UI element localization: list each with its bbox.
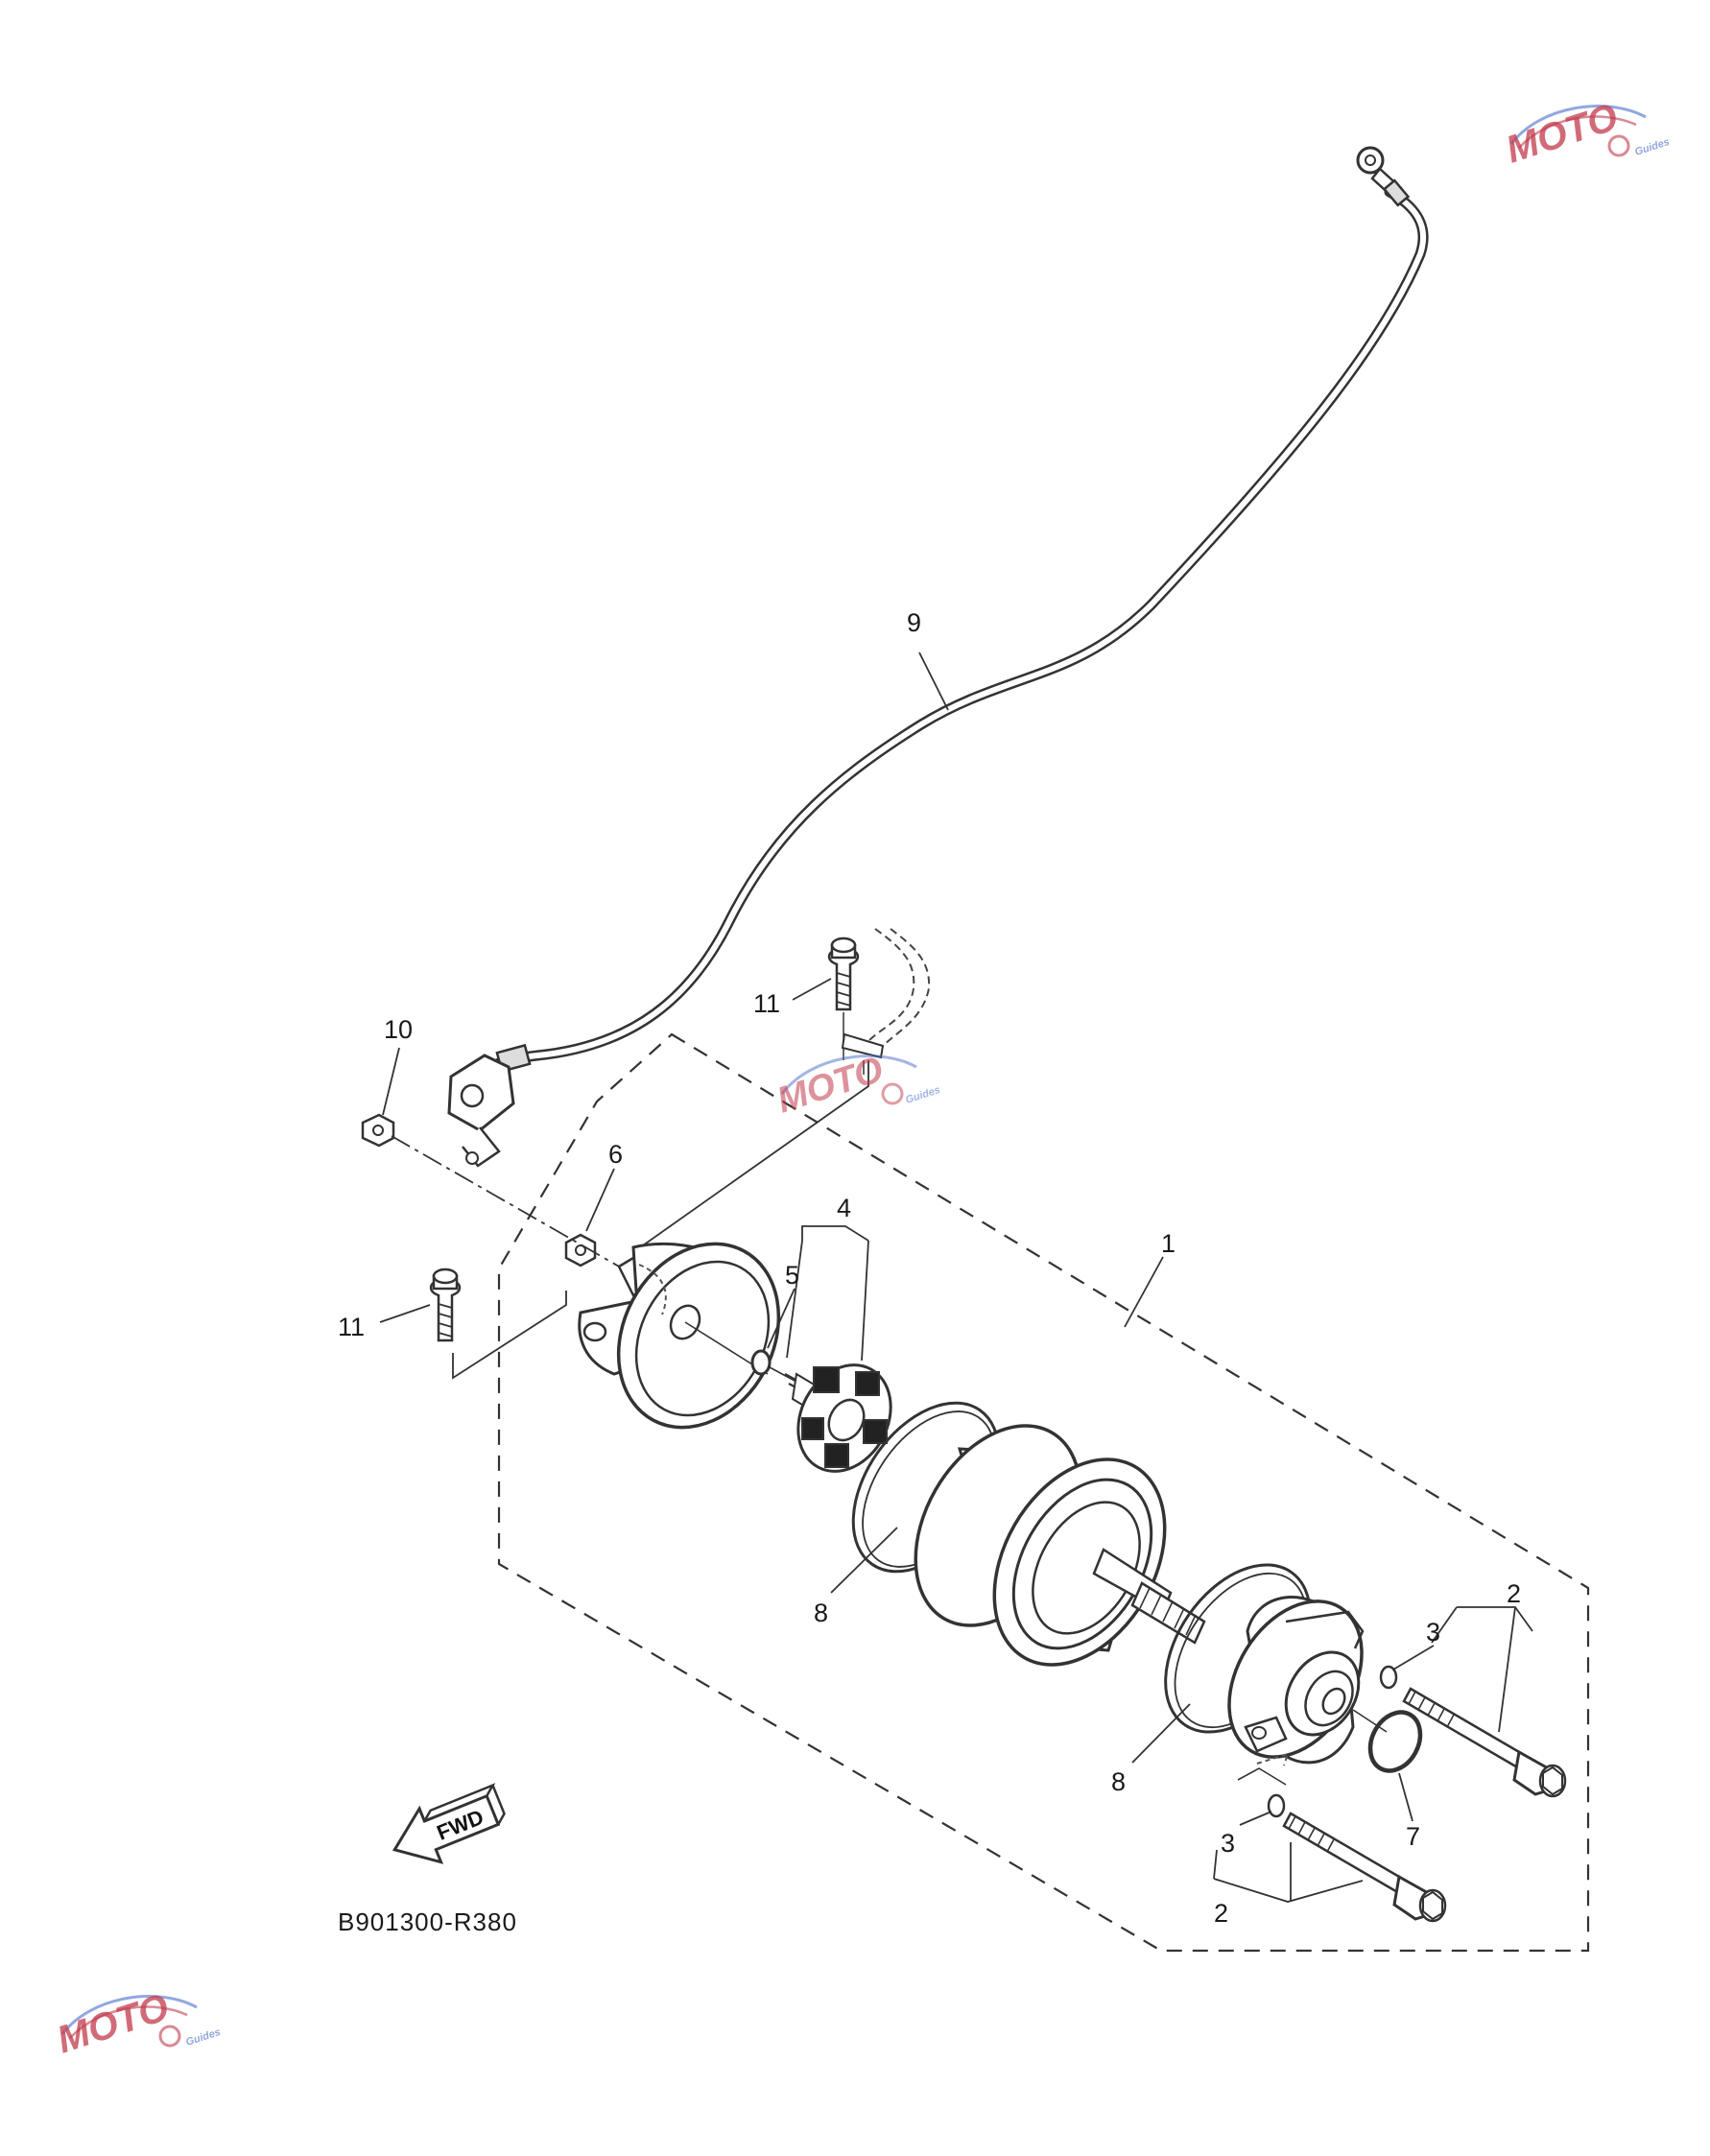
watermark-logo-top: MOTO Guides xyxy=(1501,96,1671,172)
bolt-11-upper-leader xyxy=(642,1060,869,1246)
callout-3-upper: 3 xyxy=(1426,1618,1440,1647)
bolt-11-lower xyxy=(429,1268,462,1342)
callout-11-upper: 11 xyxy=(753,989,780,1018)
diagram-code: B901300-R380 xyxy=(338,1907,517,1936)
nut-6 xyxy=(564,1233,597,1268)
bolt-11-lower-leader xyxy=(452,1291,567,1380)
front-cover xyxy=(1227,1596,1388,1766)
callout-7: 7 xyxy=(1406,1822,1420,1851)
svg-text:MOTO: MOTO xyxy=(52,1986,174,2062)
svg-text:Guides: Guides xyxy=(1633,136,1671,158)
callout-6: 6 xyxy=(608,1140,623,1169)
rear-cover xyxy=(578,1242,781,1430)
nut-10 xyxy=(361,1113,395,1148)
svg-text:Guides: Guides xyxy=(904,1084,941,1106)
callouts: 1 2 2 3 3 4 5 6 7 8 8 9 10 11 11 xyxy=(338,608,1521,1928)
washer-3-upper xyxy=(1379,1665,1398,1690)
svg-text:MOTO: MOTO xyxy=(772,1050,889,1122)
callout-9: 9 xyxy=(907,608,921,637)
watermark-logo-bottom: MOTO Guides xyxy=(52,1986,222,2062)
callout-4: 4 xyxy=(837,1194,851,1222)
svg-text:Guides: Guides xyxy=(184,2026,222,2049)
starter-cable xyxy=(447,146,1429,1168)
hidden-wire xyxy=(867,928,915,1042)
bolt-11-upper xyxy=(827,936,865,1075)
yoke-assembly xyxy=(914,1424,1206,1667)
callout-3-lower: 3 xyxy=(1221,1829,1235,1858)
fwd-arrow: FWD xyxy=(392,1783,506,1864)
o-ring-7 xyxy=(1367,1710,1423,1773)
leader-lines xyxy=(379,652,1533,1903)
brush-holder-4 xyxy=(784,1363,892,1473)
callout-1: 1 xyxy=(1161,1229,1176,1258)
o-ring-5 xyxy=(750,1349,772,1376)
assembly-boundary xyxy=(497,1032,1590,1953)
callout-10: 10 xyxy=(384,1015,413,1044)
svg-text:MOTO: MOTO xyxy=(1501,96,1623,172)
callout-8-lower: 8 xyxy=(1111,1767,1126,1796)
callout-11-lower: 11 xyxy=(338,1313,365,1341)
watermark-logo-mid: MOTO Guides xyxy=(772,1050,942,1122)
through-bolt-2-upper xyxy=(1402,1687,1567,1798)
washer-3-lower xyxy=(1267,1793,1286,1818)
callout-2-lower: 2 xyxy=(1214,1899,1228,1928)
callout-5: 5 xyxy=(785,1261,799,1290)
callout-2-upper: 2 xyxy=(1507,1579,1521,1608)
alignment-line xyxy=(391,1135,653,1287)
through-bolt-2-lower xyxy=(1282,1812,1447,1923)
callout-8-upper: 8 xyxy=(814,1599,828,1627)
